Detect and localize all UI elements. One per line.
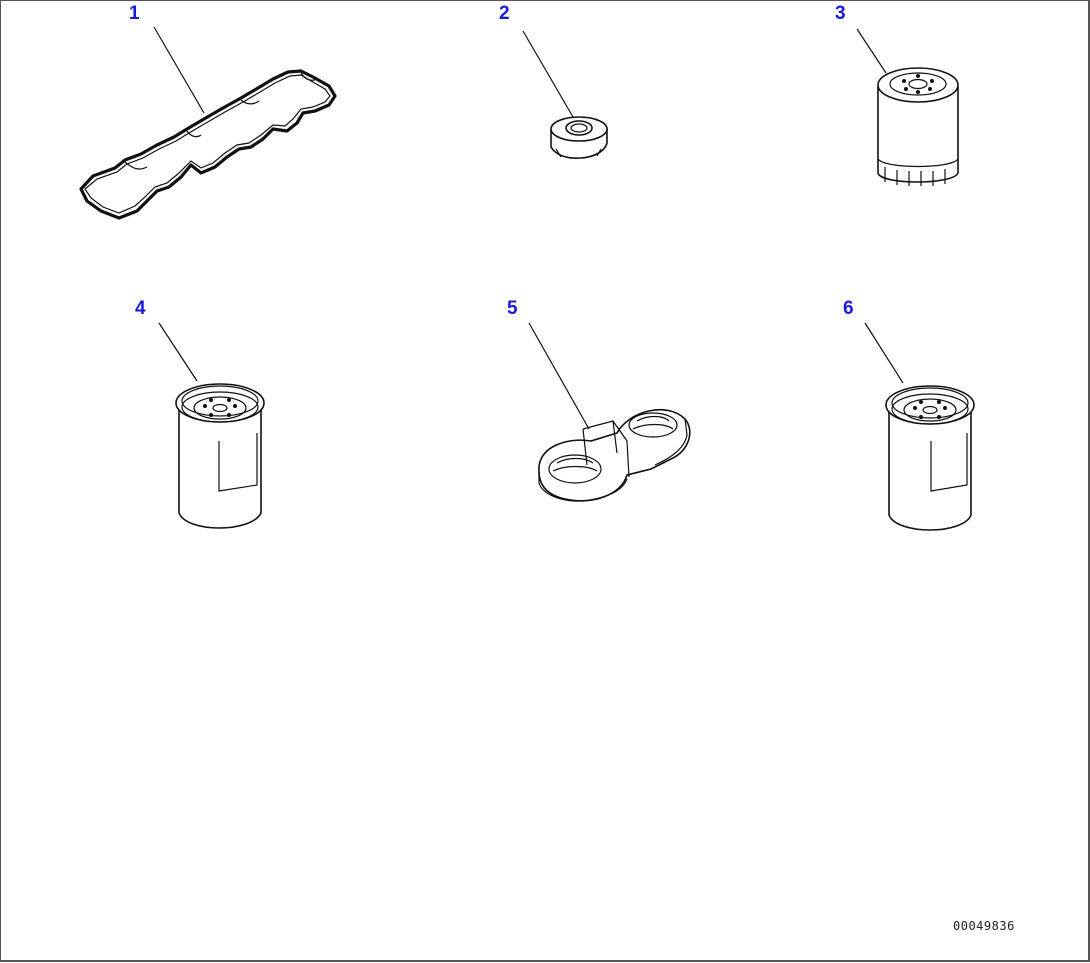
oil-filter-part: 3: [835, 3, 959, 186]
oil-filter-can: [877, 86, 959, 183]
seal-part: 5: [507, 298, 691, 502]
callout-6: 6: [843, 298, 854, 319]
seal-body: [538, 409, 691, 502]
fuel-filter-can: [178, 402, 262, 529]
leader-line-6: [864, 322, 904, 384]
drawing-id: 00049836: [953, 919, 1015, 933]
leader-line-4: [158, 322, 198, 382]
callout-5: 5: [507, 298, 518, 319]
fuel-filter-part: 4: [135, 298, 265, 529]
leader-line-5: [528, 322, 590, 430]
callout-3: 3: [835, 3, 846, 24]
leader-line-1: [153, 26, 205, 114]
filter-cartridge-can: [888, 404, 972, 531]
filter-cartridge-part: 6: [843, 298, 975, 531]
callout-4: 4: [135, 298, 146, 319]
callout-1: 1: [129, 3, 140, 24]
gasket-outline: [79, 69, 337, 220]
leader-line-2: [522, 30, 574, 118]
callout-2: 2: [499, 3, 510, 24]
gasket-part: 1: [79, 3, 337, 220]
leader-line-3: [856, 28, 887, 74]
nut-part: 2: [499, 3, 608, 159]
nut-hole: [565, 120, 593, 136]
